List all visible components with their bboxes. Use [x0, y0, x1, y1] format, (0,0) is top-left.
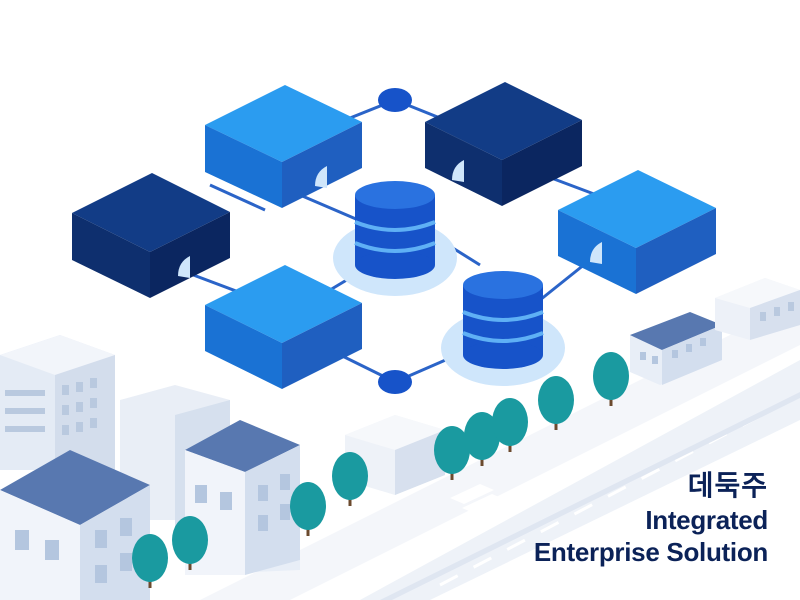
cube-server-icon	[425, 82, 582, 206]
network-node-icon	[378, 88, 412, 112]
crosswalk	[450, 484, 518, 524]
brand-tagline-line1: Integrated	[645, 505, 768, 535]
far-right-building	[715, 278, 800, 340]
cube-server-icon	[205, 265, 362, 389]
house-left	[0, 450, 150, 600]
database-cylinder-icon	[333, 181, 457, 296]
house-middle	[185, 420, 300, 575]
road-lane-marking	[439, 393, 800, 587]
road	[360, 360, 800, 600]
brand-text-block: 데둑주 Integrated Enterprise Solution	[534, 468, 768, 568]
brand-tagline-line2: Enterprise Solution	[533, 537, 768, 567]
brand-korean-name: 데둑주	[687, 469, 768, 502]
network-node-icon	[378, 370, 412, 394]
house-right	[630, 312, 722, 385]
city-background	[0, 278, 800, 600]
cube-server-icon	[558, 170, 716, 294]
cube-server-icon	[72, 173, 230, 298]
cube-server-icon	[205, 85, 362, 208]
shop-building	[345, 415, 445, 495]
office-tower	[0, 335, 115, 480]
curb	[380, 392, 800, 600]
database-cylinder-icon	[441, 271, 565, 386]
